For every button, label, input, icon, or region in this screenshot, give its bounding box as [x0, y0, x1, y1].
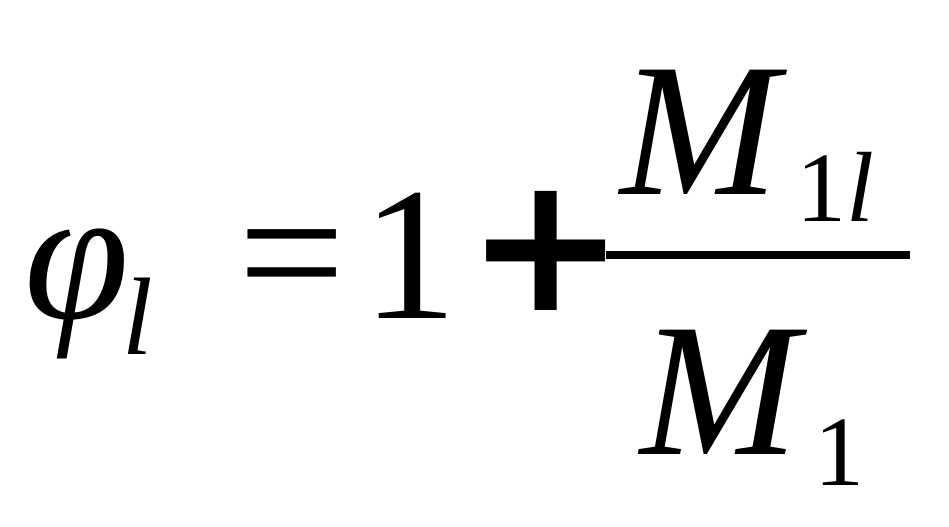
numerator-symbol: M: [620, 26, 779, 236]
denominator-symbol: M: [640, 286, 799, 496]
numerator-subscript: 1l: [796, 138, 874, 238]
term-one: 1: [362, 150, 457, 360]
fraction-bar: [606, 251, 910, 259]
plus-sign: +: [466, 134, 626, 355]
subscript-char: l: [846, 132, 874, 243]
denominator-subscript: 1: [814, 396, 864, 507]
phi-symbol: φ: [24, 150, 130, 360]
equals-sign: =: [238, 148, 346, 358]
phi-subscript: l: [122, 256, 153, 378]
numerator-subscript-text: 1l: [796, 132, 874, 243]
subscript-char: 1: [796, 132, 846, 243]
